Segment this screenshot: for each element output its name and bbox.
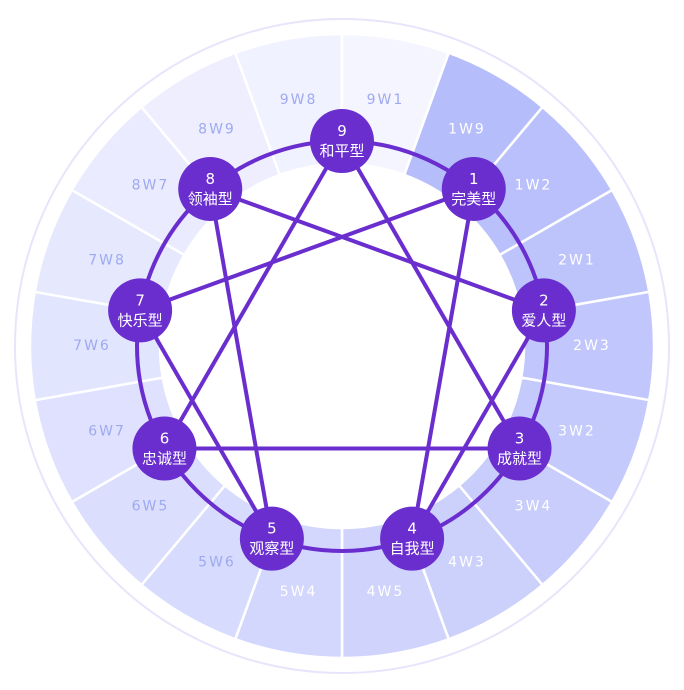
node-name: 领袖型 bbox=[188, 190, 233, 208]
wing-label: 7W6 bbox=[73, 338, 111, 354]
type-node-5[interactable]: 5 观察型 bbox=[239, 506, 304, 571]
node-number: 6 bbox=[160, 430, 170, 448]
type-node-9[interactable]: 9 和平型 bbox=[310, 109, 374, 173]
type-node-4[interactable]: 4 自我型 bbox=[380, 506, 445, 571]
connection-line-4-2 bbox=[410, 309, 546, 540]
node-name: 和平型 bbox=[319, 142, 364, 160]
node-circle bbox=[441, 156, 506, 221]
node-number: 5 bbox=[267, 520, 277, 538]
wing-label: 4W3 bbox=[448, 555, 486, 571]
node-circle bbox=[239, 506, 304, 571]
node-circle bbox=[132, 416, 197, 481]
node-circle bbox=[511, 278, 576, 343]
node-name: 忠诚型 bbox=[142, 450, 187, 468]
wing-label: 8W9 bbox=[198, 121, 236, 137]
wing-label: 9W8 bbox=[280, 92, 318, 108]
wing-label: 4W5 bbox=[367, 584, 405, 600]
node-circle bbox=[487, 416, 552, 481]
type-node-3[interactable]: 3 成就型 bbox=[487, 416, 552, 481]
connection-line-5-7 bbox=[138, 309, 274, 540]
wing-label: 7W8 bbox=[88, 252, 126, 268]
wing-label: 6W5 bbox=[132, 499, 170, 515]
wing-label: 1W2 bbox=[515, 177, 553, 193]
node-number: 1 bbox=[469, 170, 479, 188]
connection-line-6-9 bbox=[162, 140, 344, 450]
node-number: 7 bbox=[135, 291, 145, 309]
node-circle bbox=[310, 109, 374, 173]
type-node-7[interactable]: 7 快乐型 bbox=[108, 278, 173, 343]
node-circle bbox=[108, 278, 173, 343]
connection-line-1-4 bbox=[410, 188, 476, 539]
wing-label: 8W7 bbox=[132, 177, 170, 193]
connection-line-8-5 bbox=[208, 188, 274, 539]
wing-label: 1W9 bbox=[448, 121, 486, 137]
node-name: 成就型 bbox=[497, 450, 542, 468]
type-node-2[interactable]: 2 爱人型 bbox=[511, 278, 576, 343]
wing-label: 3W2 bbox=[558, 424, 596, 440]
connection-line-7-1 bbox=[139, 187, 475, 313]
wing-label: 2W1 bbox=[558, 252, 596, 268]
type-nodes: 1 完美型 2 爱人型 3 成就型 4 自我型 5 观察型 6 忠诚型 7 快乐型 8 领袖型 9 和平型 bbox=[108, 109, 576, 571]
wing-label: 9W1 bbox=[367, 92, 405, 108]
outer-ring bbox=[14, 18, 670, 674]
connection-line-9-3 bbox=[340, 139, 522, 450]
node-name: 完美型 bbox=[451, 190, 496, 208]
node-name: 观察型 bbox=[249, 540, 294, 558]
wing-label: 6W7 bbox=[88, 424, 126, 440]
node-circle bbox=[178, 156, 243, 221]
node-name: 爱人型 bbox=[521, 311, 566, 329]
node-name: 快乐型 bbox=[118, 311, 163, 329]
wing-label: 2W3 bbox=[573, 338, 611, 354]
node-number: 4 bbox=[407, 520, 417, 538]
node-circle bbox=[380, 506, 445, 571]
node-name: 自我型 bbox=[390, 540, 435, 558]
wing-label: 5W6 bbox=[198, 555, 236, 571]
connection-line-2-8 bbox=[209, 187, 545, 313]
wing-label: 3W4 bbox=[515, 499, 553, 515]
node-number: 9 bbox=[337, 122, 347, 140]
node-number: 8 bbox=[205, 170, 215, 188]
type-node-8[interactable]: 8 领袖型 bbox=[178, 156, 243, 221]
node-number: 3 bbox=[515, 430, 525, 448]
type-node-6[interactable]: 6 忠诚型 bbox=[132, 416, 197, 481]
type-node-1[interactable]: 1 完美型 bbox=[441, 156, 506, 221]
node-number: 2 bbox=[539, 291, 549, 309]
connection-lines bbox=[135, 139, 549, 553]
wing-label: 5W4 bbox=[280, 584, 318, 600]
